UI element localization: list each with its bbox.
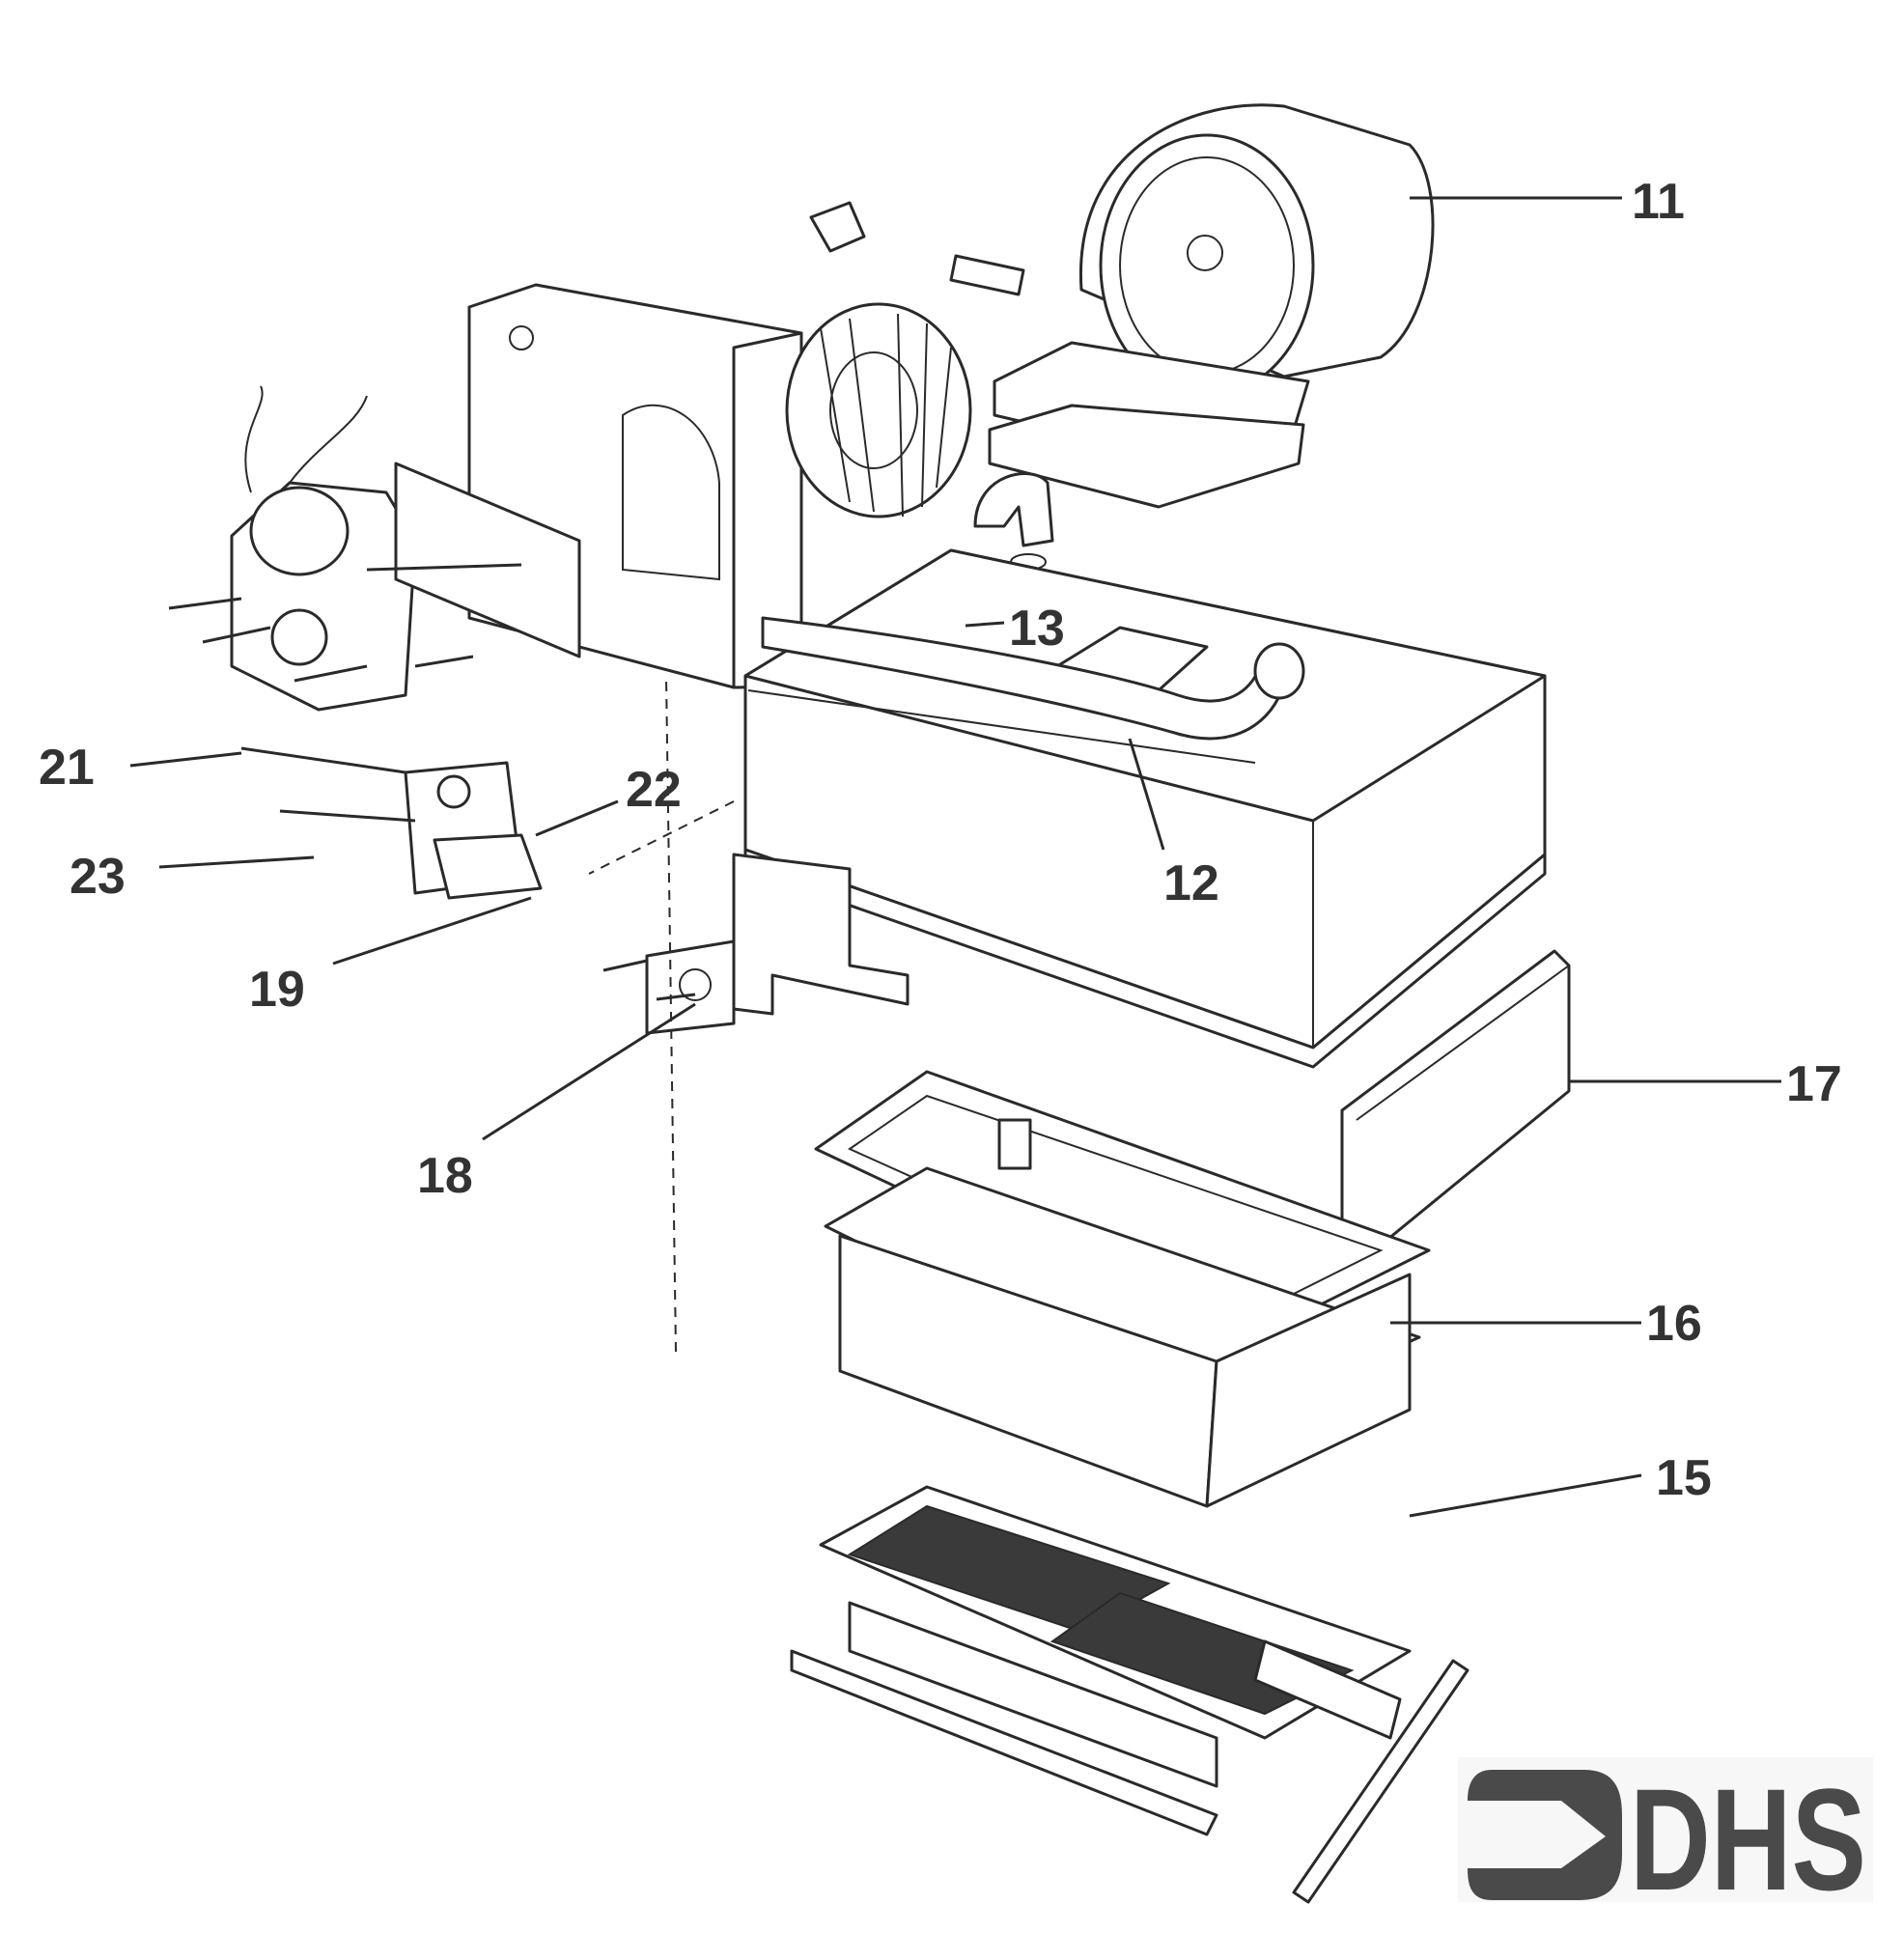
fuel-pipe: [761, 616, 1305, 741]
motor-assembly: [168, 385, 581, 712]
callout-23: 23: [70, 849, 126, 905]
callout-21: 21: [39, 740, 95, 796]
fan-wheel: [785, 302, 972, 518]
callout-15: 15: [1656, 1450, 1712, 1506]
pilot-assembly: [240, 746, 543, 900]
callout-18: 18: [417, 1148, 473, 1204]
callout-13: 13: [1009, 601, 1065, 657]
callout-12: 12: [1163, 855, 1219, 911]
leader-lines: [129, 196, 1781, 1518]
mounting-bracket: [602, 853, 910, 1035]
callout-17: 17: [1786, 1056, 1842, 1112]
logo-arrow-icon: [1468, 1770, 1622, 1900]
blower-housing: [988, 103, 1435, 509]
logo-text: DHS: [1630, 1758, 1866, 1920]
callout-19: 19: [249, 962, 305, 1018]
combustion-frame: [814, 1070, 1431, 1508]
callout-22: 22: [626, 762, 682, 818]
callout-11: 11: [1632, 174, 1685, 230]
burner-base: [790, 1485, 1469, 1904]
dhs-logo: DHS: [1458, 1757, 1873, 1920]
callout-16: 16: [1646, 1296, 1702, 1352]
